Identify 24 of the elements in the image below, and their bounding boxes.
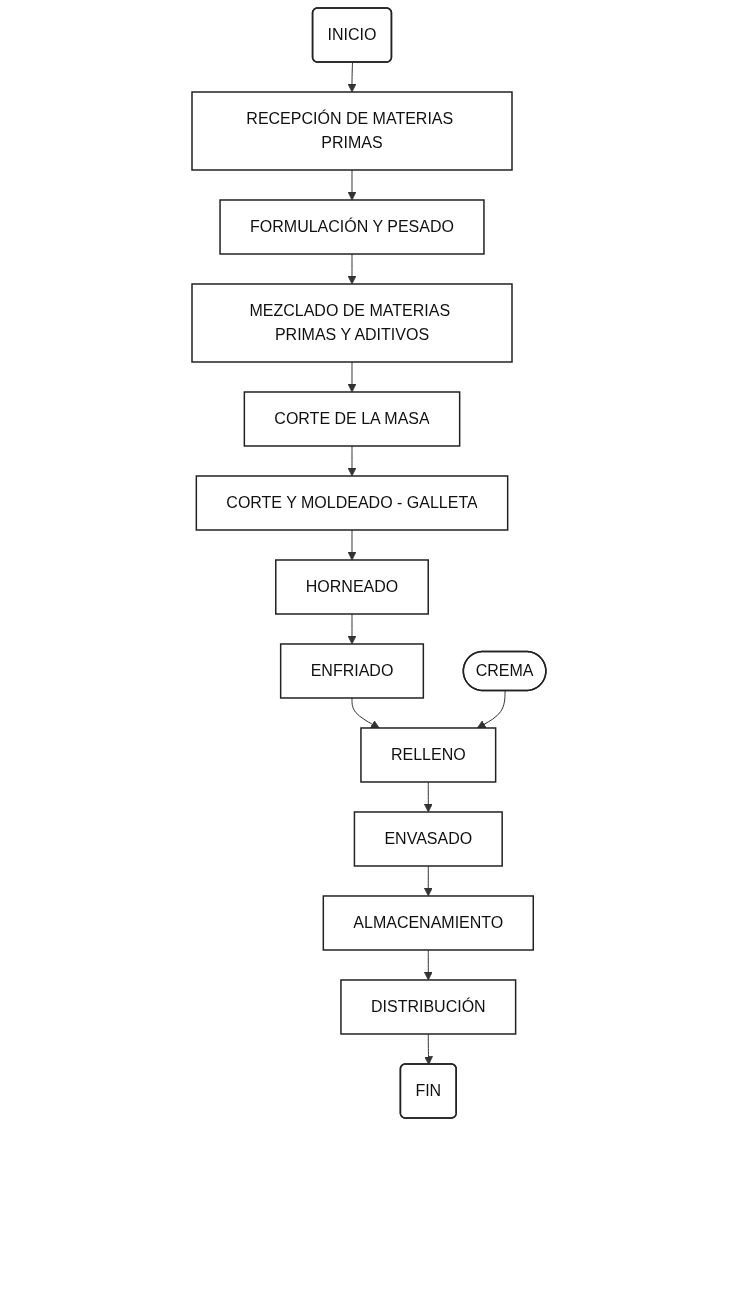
arrow [347,169,356,201]
node-box: ENVASADO [353,811,503,867]
node-box: CORTE DE LA MASA [243,391,460,447]
arrow [351,697,380,729]
node-box: RELLENO [359,727,496,783]
arrow [476,690,506,729]
arrow [347,445,356,477]
arrow [347,529,356,561]
arrow [423,1033,433,1065]
node-box: HORNEADO [274,559,429,615]
arrow [423,949,433,981]
node-box: MEZCLADO DE MATERIAS PRIMAS Y ADITIVOS [190,283,513,363]
arrow [347,62,356,93]
node-box: DISTRIBUCIÓN [339,979,516,1035]
node-box: CORTE Y MOLDEADO - GALLETA [195,475,508,531]
arrow [347,361,356,393]
node-box: FORMULACIÓN Y PESADO [218,199,485,255]
node-box: RECEPCIÓN DE MATERIAS PRIMAS [190,91,513,171]
arrow [423,865,433,897]
node-box: ENFRIADO [279,643,424,699]
arrow [347,613,356,645]
arrow [347,253,356,285]
arrow [423,781,433,813]
node-box: ALMACENAMIENTO [322,895,534,951]
